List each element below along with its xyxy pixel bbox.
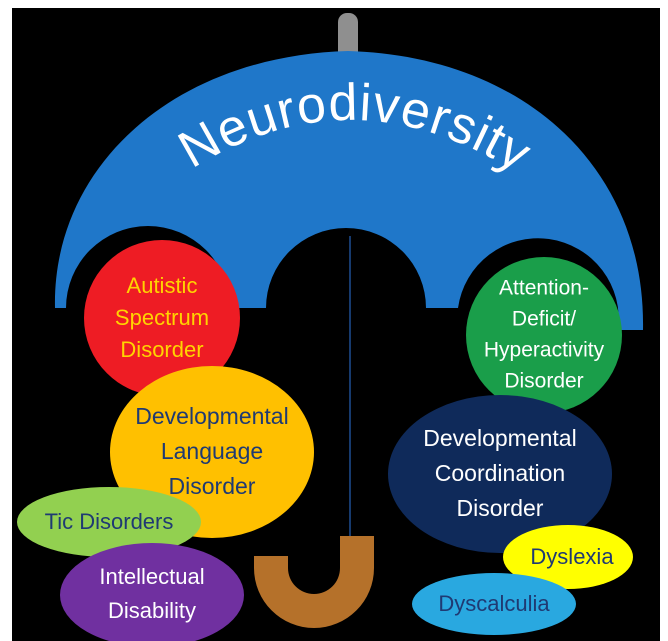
svg-text:Developmental: Developmental [423,425,576,451]
svg-text:Disorder: Disorder [120,337,203,362]
svg-text:Autistic: Autistic [127,273,198,298]
svg-text:Attention-: Attention- [499,277,589,300]
svg-text:Language: Language [161,438,263,464]
svg-text:Intellectual: Intellectual [99,564,204,589]
svg-text:Disorder: Disorder [169,473,256,499]
bubble-dyslexia: Dyslexia [503,525,633,589]
svg-text:Developmental: Developmental [135,403,288,429]
svg-text:Deficit/: Deficit/ [512,308,576,331]
svg-text:Disability: Disability [108,598,196,623]
svg-text:Spectrum: Spectrum [115,305,209,330]
umbrella-canopy [54,51,644,330]
diagram-canvas: Neurodiversity Autistic Spectrum Disorde… [12,8,660,641]
svg-text:Disorder: Disorder [457,495,544,521]
bubble-tic-disorders: Tic Disorders [17,487,201,557]
bubble-developmental-coordination-disorder: Developmental Coordination Disorder [388,395,612,553]
svg-text:Disorder: Disorder [504,370,583,393]
bubble-intellectual-disability: Intellectual Disability [60,543,244,641]
svg-text:Dyslexia: Dyslexia [530,544,614,569]
svg-text:Coordination: Coordination [435,460,565,486]
svg-text:Hyperactivity: Hyperactivity [484,339,605,362]
svg-text:Tic Disorders: Tic Disorders [45,509,174,534]
umbrella-tip [338,13,358,63]
svg-text:Dyscalculia: Dyscalculia [438,591,550,616]
bubble-autistic-spectrum-disorder: Autistic Spectrum Disorder [84,240,240,396]
umbrella-handle [254,536,374,628]
bubble-adhd: Attention- Deficit/ Hyperactivity Disord… [466,257,622,413]
umbrella-diagram: Neurodiversity Autistic Spectrum Disorde… [17,13,644,641]
bubble-dyscalculia: Dyscalculia [412,573,576,635]
